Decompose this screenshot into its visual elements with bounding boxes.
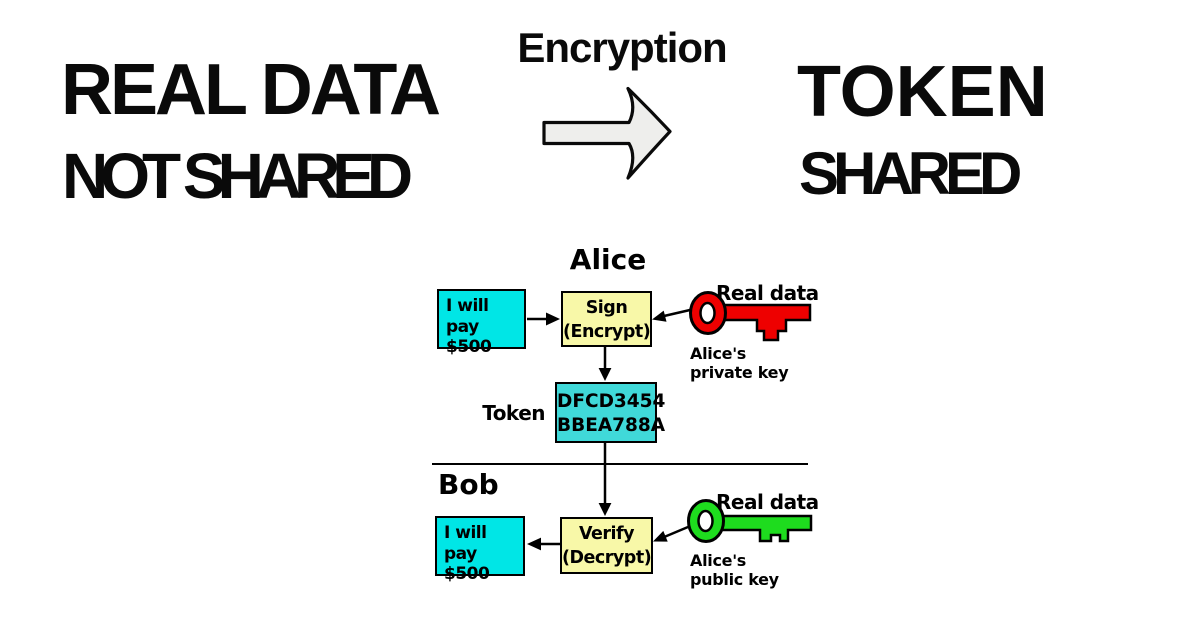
token-value-box: DFCD3454 BBEA788A [555, 382, 666, 443]
public-key-caption: Alice's public key [690, 551, 779, 589]
sign-line2: (Encrypt) [563, 322, 651, 342]
alice-message-box: I will pay $500 [437, 289, 526, 357]
encryption-arrow-icon [542, 86, 672, 180]
bob-message-box: I will pay $500 [435, 516, 525, 584]
verify-decrypt-box: Verify (Decrypt) [560, 517, 653, 574]
token-value-line2: BBEA788A [557, 414, 666, 436]
arrow-sign-to-token [598, 347, 612, 381]
right-subtitle: SHARED [799, 140, 1022, 207]
arrow-token-to-verify [598, 443, 612, 516]
left-subtitle: NOT SHARED [62, 140, 413, 212]
private-key-caption-line1: Alice's [690, 344, 747, 363]
public-key-shaft [720, 514, 813, 543]
real-data-label-bob: Real data [716, 490, 819, 514]
private-key-shaft [720, 303, 812, 342]
verify-line2: (Decrypt) [562, 548, 652, 568]
real-data-label-alice: Real data [716, 281, 819, 305]
sign-line1: Sign [585, 298, 628, 318]
arrow-message-to-sign [527, 312, 560, 326]
arrow-verify-to-message [527, 537, 560, 551]
bob-name: Bob [438, 468, 499, 501]
public-key-hole [697, 509, 714, 533]
private-key-icon [689, 291, 812, 342]
alice-name: Alice [569, 243, 647, 276]
sign-encrypt-box: Sign (Encrypt) [561, 291, 652, 347]
token-value-line1: DFCD3454 [557, 391, 666, 412]
private-key-caption: Alice's private key [690, 344, 789, 382]
bob-message-line2: pay $500 [444, 543, 490, 585]
token-label: Token [482, 401, 545, 425]
private-key-hole [699, 301, 716, 325]
private-key-caption-line2: private key [690, 362, 789, 382]
alice-message-line1: I will [446, 296, 489, 316]
verify-line1: Verify [578, 524, 635, 544]
arrow-private-key-to-sign [652, 308, 691, 322]
bob-message-line1: I will [444, 523, 487, 543]
encryption-label: Encryption [517, 24, 727, 71]
public-key-icon [687, 499, 813, 543]
alice-message-line2: pay $500 [446, 316, 492, 358]
arrow-public-key-to-verify [653, 525, 689, 542]
public-key-caption-line2: public key [690, 569, 779, 589]
right-title: TOKEN [797, 52, 1048, 132]
left-title: REAL DATA [61, 50, 441, 130]
public-key-caption-line1: Alice's [690, 551, 747, 570]
